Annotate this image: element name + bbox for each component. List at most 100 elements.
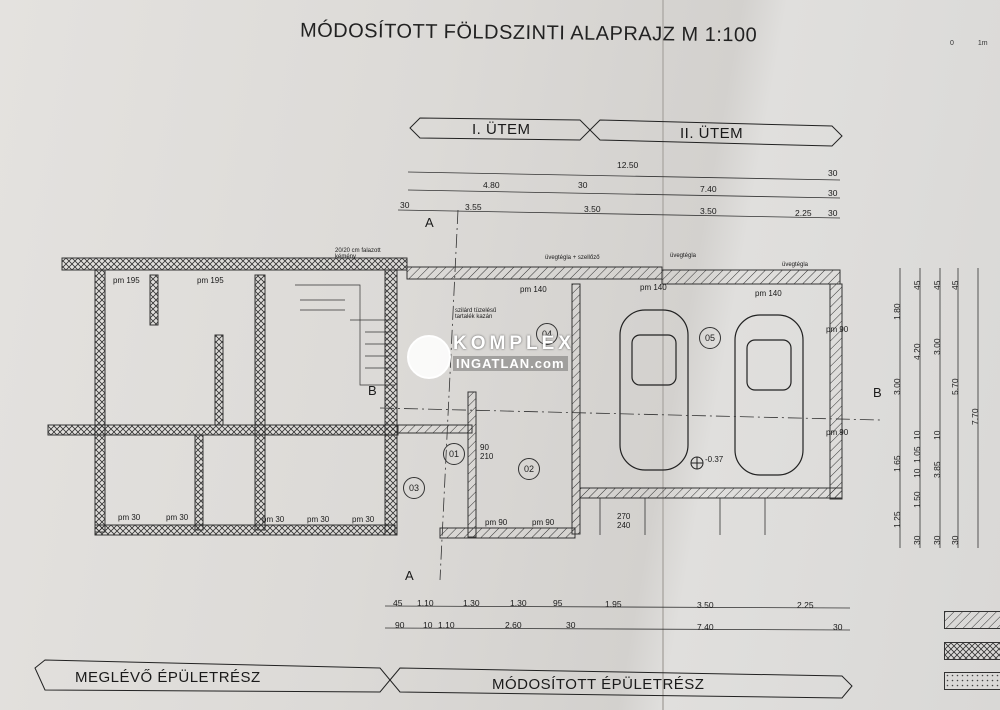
scale-end: 1m bbox=[977, 40, 988, 47]
legend-swatch-dots bbox=[944, 672, 1000, 690]
room-04: 04 bbox=[536, 323, 558, 345]
paper-fold bbox=[662, 0, 664, 710]
window-pm-30-0: pm 30 bbox=[118, 513, 141, 522]
glass-label-2: üvegtégla bbox=[782, 262, 809, 268]
dim-row3-4: 2.25 bbox=[795, 208, 812, 218]
window-pm-90-b1: pm 90 bbox=[485, 518, 508, 527]
section-lines bbox=[379, 209, 881, 581]
right-dim-2-3: 1.05 bbox=[912, 446, 922, 463]
window-pm-30-1: pm 30 bbox=[166, 513, 189, 522]
bottom-dim-2-2: 1.10 bbox=[438, 620, 455, 630]
window-pm-195-b: pm 195 bbox=[197, 276, 224, 285]
window-pm-195-a: pm 195 bbox=[113, 276, 140, 285]
right-dim-4-2: 30 bbox=[950, 535, 960, 545]
right-dim-5-0: 7.70 bbox=[970, 408, 980, 425]
right-dim-3-2: 10 bbox=[932, 430, 942, 440]
right-dim-1-0: 1.80 bbox=[892, 303, 902, 320]
dim-row3-3: 3.50 bbox=[700, 206, 717, 216]
section-b-left: B bbox=[368, 383, 377, 398]
car-left bbox=[619, 309, 689, 471]
phase-second-label: II. ÜTEM bbox=[680, 125, 744, 142]
dim-total-end: 30 bbox=[828, 168, 838, 178]
existing-walls bbox=[47, 257, 408, 536]
window-pm-140-c: pm 140 bbox=[755, 289, 782, 298]
window-pm-90-r1: pm 90 bbox=[826, 325, 849, 334]
bottom-dim-1-4: 95 bbox=[553, 598, 563, 608]
window-pm-90-r2: pm 90 bbox=[826, 428, 849, 437]
right-dim-4-1: 5.70 bbox=[950, 378, 960, 395]
bottom-dim-2-5: 7.40 bbox=[697, 622, 714, 632]
room-05: 05 bbox=[699, 327, 721, 349]
right-dim-2-6: 30 bbox=[912, 535, 922, 545]
bottom-dim-1-7: 2.25 bbox=[797, 600, 814, 610]
bottom-dim-1-5: 1.95 bbox=[605, 599, 622, 609]
phase-first-label: I. ÜTEM bbox=[472, 121, 531, 138]
scale-start: 0 bbox=[950, 40, 954, 47]
glass-label-1: üvegtégla bbox=[670, 253, 697, 259]
dim-row2-2: 7.40 bbox=[700, 184, 717, 194]
garage-door-label: 270 240 bbox=[617, 512, 631, 530]
boiler-label: szilárd tüzelésű tartalék kazán bbox=[455, 308, 497, 320]
window-pm-140-b: pm 140 bbox=[640, 283, 667, 292]
floor-level: -0.37 bbox=[705, 455, 724, 464]
window-pm-30-3: pm 30 bbox=[307, 515, 330, 524]
logo-badge bbox=[407, 335, 451, 379]
bottom-dim-2-4: 30 bbox=[566, 620, 576, 630]
section-a-bottom: A bbox=[405, 568, 414, 583]
dim-row2-1: 30 bbox=[578, 180, 588, 190]
part-arrows bbox=[34, 659, 853, 699]
dim-total: 12.50 bbox=[617, 160, 639, 170]
bottom-dim-2-0: 90 bbox=[395, 620, 405, 630]
section-b-right: B bbox=[873, 385, 882, 400]
room-01: 01 bbox=[443, 443, 465, 465]
window-pm-30-2: pm 30 bbox=[262, 515, 285, 524]
right-dim-3-1: 3.00 bbox=[932, 338, 942, 355]
room-03: 03 bbox=[403, 477, 425, 499]
right-dim-2-5: 1.50 bbox=[912, 491, 922, 508]
bottom-dim-2-6: 30 bbox=[833, 622, 843, 632]
logo-name: KOMPLEX bbox=[453, 333, 575, 354]
glass-vent-label: üvegtégla + szellőző bbox=[545, 255, 600, 261]
bottom-dim-2-3: 2.60 bbox=[505, 620, 522, 630]
right-dim-3-3: 3.85 bbox=[932, 461, 942, 478]
bottom-dimension-lines bbox=[384, 605, 851, 631]
window-pm-140-a: pm 140 bbox=[520, 285, 547, 294]
staircase bbox=[295, 284, 395, 386]
window-pm-30-4: pm 30 bbox=[352, 515, 375, 524]
door-90-210: 90 210 bbox=[480, 443, 494, 461]
phase-arrows bbox=[409, 117, 843, 147]
top-dimension-lines bbox=[397, 171, 841, 219]
part-existing-label: MEGLÉVŐ ÉPÜLETRÉSZ bbox=[75, 669, 261, 686]
scale-bar: 0 1m bbox=[950, 40, 988, 47]
dim-row2-3: 30 bbox=[828, 188, 838, 198]
right-dimension-lines bbox=[899, 268, 979, 548]
legend-swatch-crosshatch bbox=[944, 642, 1000, 660]
bottom-dim-1-3: 1.30 bbox=[510, 598, 527, 608]
right-dim-3-4: 30 bbox=[932, 535, 942, 545]
right-dim-2-0: 45 bbox=[912, 280, 922, 290]
bottom-dim-1-6: 3.50 bbox=[697, 600, 714, 610]
bottom-dim-1-1: 1.10 bbox=[417, 598, 434, 608]
drawing-title: MÓDOSÍTOTT FÖLDSZINTI ALAPRAJZ M 1:100 bbox=[299, 19, 758, 47]
part-modified-label: MÓDOSÍTOTT ÉPÜLETRÉSZ bbox=[492, 676, 705, 693]
dim-row3-1: 3.55 bbox=[465, 202, 482, 212]
car-right bbox=[734, 314, 804, 476]
right-dim-2-2: 10 bbox=[912, 430, 922, 440]
right-dim-1-2: 1.65 bbox=[892, 455, 902, 472]
dim-row3-2: 3.50 bbox=[584, 204, 601, 214]
bottom-dim-2-1: 10 bbox=[423, 620, 433, 630]
window-pm-90-b2: pm 90 bbox=[532, 518, 555, 527]
dim-row3-0: 30 bbox=[400, 200, 410, 210]
bottom-dim-1-0: 45 bbox=[393, 598, 403, 608]
dim-row2-0: 4.80 bbox=[483, 180, 500, 190]
watermark-logo: KOMPLEX INGATLAN.com bbox=[407, 333, 597, 379]
right-dim-3-0: 45 bbox=[932, 280, 942, 290]
room-02: 02 bbox=[518, 458, 540, 480]
logo-sub: INGATLAN.com bbox=[453, 356, 568, 371]
section-a-top: A bbox=[425, 215, 434, 230]
garage-doors bbox=[599, 498, 766, 535]
dim-row3-5: 30 bbox=[828, 208, 838, 218]
chimney-label: 20/20 cm falazott kémény bbox=[335, 248, 381, 260]
bottom-dim-1-2: 1.30 bbox=[463, 598, 480, 608]
